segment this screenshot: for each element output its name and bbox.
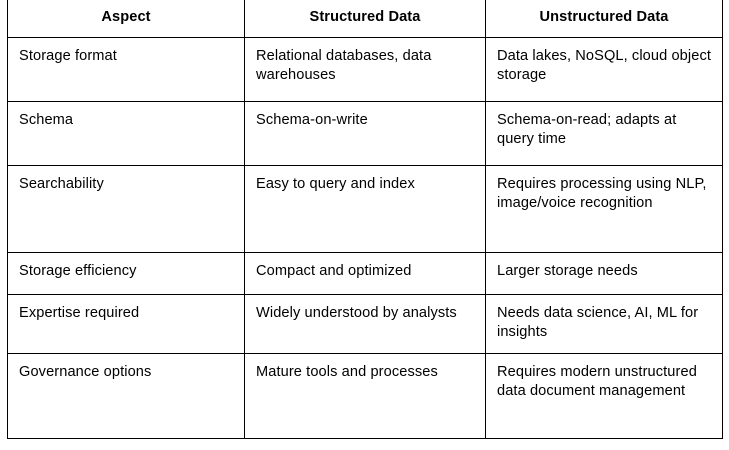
table-row: Storage format Relational databases, dat… xyxy=(7,37,723,102)
cell-aspect: Storage format xyxy=(7,37,245,102)
cell-aspect: Expertise required xyxy=(7,294,245,354)
column-header-aspect: Aspect xyxy=(7,0,245,38)
cell-aspect: Searchability xyxy=(7,165,245,253)
cell-structured: Mature tools and processes xyxy=(244,353,486,439)
table-header-row: Aspect Structured Data Unstructured Data xyxy=(7,0,723,38)
cell-aspect: Schema xyxy=(7,101,245,166)
column-header-structured-data: Structured Data xyxy=(244,0,486,38)
cell-unstructured: Larger storage needs xyxy=(485,252,723,295)
cell-structured: Compact and optimized xyxy=(244,252,486,295)
structured-vs-unstructured-table: Aspect Structured Data Unstructured Data… xyxy=(7,0,723,439)
cell-structured: Widely understood by analysts xyxy=(244,294,486,354)
cell-unstructured: Requires processing using NLP, image/voi… xyxy=(485,165,723,253)
column-header-unstructured-data: Unstructured Data xyxy=(485,0,723,38)
cell-aspect: Storage efficiency xyxy=(7,252,245,295)
cell-aspect: Governance options xyxy=(7,353,245,439)
comparison-table-container: Aspect Structured Data Unstructured Data… xyxy=(7,0,723,439)
cell-unstructured: Schema-on-read; adapts at query time xyxy=(485,101,723,166)
cell-unstructured: Data lakes, NoSQL, cloud object storage xyxy=(485,37,723,102)
cell-structured: Schema-on-write xyxy=(244,101,486,166)
table-row: Searchability Easy to query and index Re… xyxy=(7,165,723,253)
table-row: Expertise required Widely understood by … xyxy=(7,294,723,354)
table-row: Storage efficiency Compact and optimized… xyxy=(7,252,723,295)
cell-unstructured: Needs data science, AI, ML for insights xyxy=(485,294,723,354)
table-body: Storage format Relational databases, dat… xyxy=(7,37,723,439)
cell-structured: Relational databases, data warehouses xyxy=(244,37,486,102)
cell-structured: Easy to query and index xyxy=(244,165,486,253)
cell-unstructured: Requires modern unstructured data docume… xyxy=(485,353,723,439)
table-row: Schema Schema-on-write Schema-on-read; a… xyxy=(7,101,723,166)
table-header: Aspect Structured Data Unstructured Data xyxy=(7,0,723,38)
table-row: Governance options Mature tools and proc… xyxy=(7,353,723,439)
